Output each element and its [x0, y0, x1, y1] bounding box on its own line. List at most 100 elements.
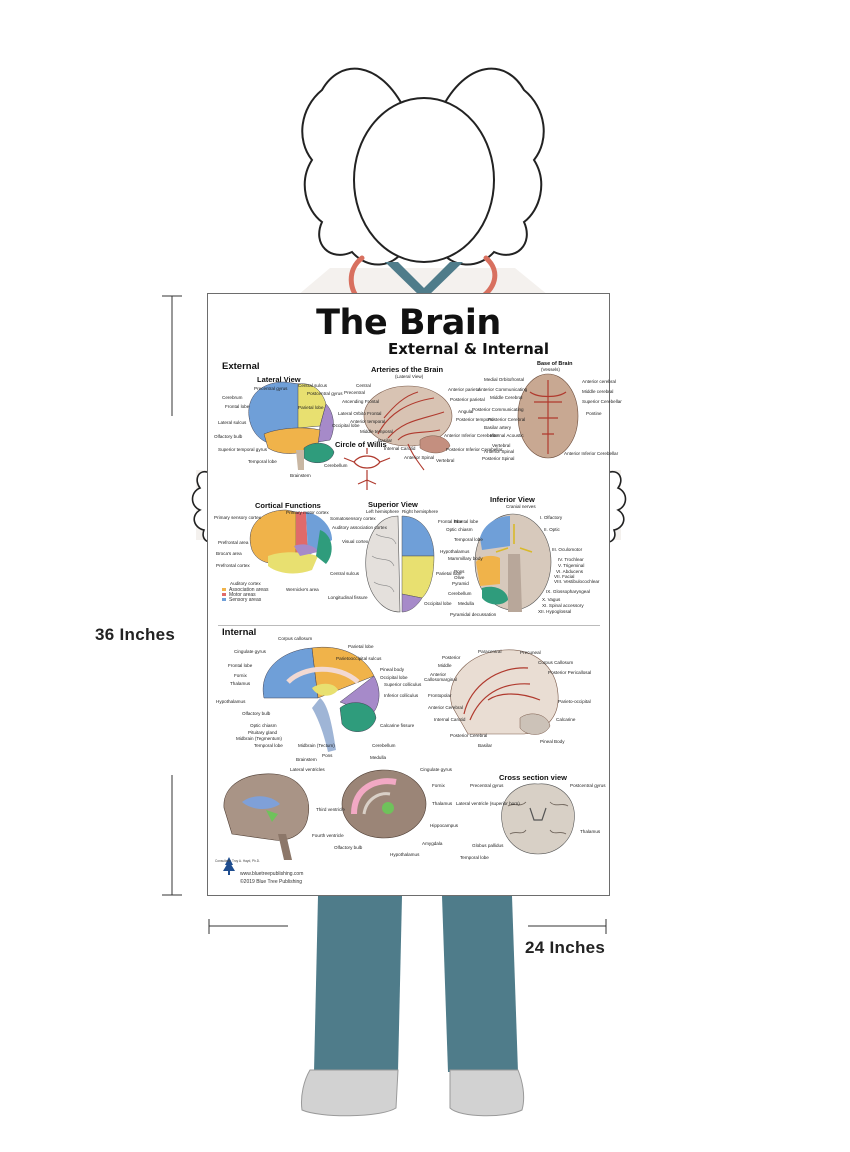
lbl-med-calcarine: Calcarine [556, 717, 576, 722]
circle-of-willis-illustration [343, 448, 391, 490]
lbl-inf-facial: VII. Facial [554, 574, 575, 579]
base-of-brain-illustration [517, 373, 579, 459]
lbl-inf-optic: II. Optic [544, 527, 560, 532]
cortical-functions-illustration [250, 509, 332, 574]
lbl-med-anterior-cerebral: Anterior Cerebral [428, 705, 463, 710]
lbl-lateral-brainstem: Brainstem [290, 473, 311, 478]
panel-base-of-brain: Base of Brain [537, 361, 573, 367]
lbl-inf-cerebellum: Cerebellum [448, 591, 472, 596]
lbl-sag-brainstem: Brainstem [296, 757, 317, 762]
brain-poster: The Brain External & Internal External I… [207, 293, 622, 896]
lbl-lateral-frontal: Frontal lobe [225, 404, 250, 409]
lbl-art-anterior-spinal: Anterior Spinal [404, 455, 435, 460]
lbl-limbic-hippocampus: Hippocampus [430, 823, 459, 828]
lbl-inf-frontal: Frontal lobe [454, 519, 479, 524]
cortical-prefrontal [250, 509, 297, 564]
inferior-cerebellum [482, 586, 508, 605]
lbl-cross-lateral-ventricle: Lateral ventricle (superior horn) [456, 801, 520, 806]
lbl-sag-optic-chiasm: Optic chiasm [250, 723, 277, 728]
lbl-lateral-cerebrum: Cerebrum [222, 395, 243, 400]
lbl-med-frontopolar: Frontopolar [428, 693, 452, 698]
cortical-association [268, 552, 318, 574]
lbl-inf-olive: Olive [454, 575, 465, 580]
arteries-cerebellum [419, 435, 451, 454]
lbl-lateral-cerebellum: Cerebellum [324, 463, 348, 468]
lbl-cross-temporal: Temporal lobe [460, 855, 489, 860]
lbl-sup-central-sulcus: Central sulcus [330, 571, 360, 576]
cross-section-ventricles [529, 807, 547, 821]
lbl-base-posterior-spinal: Posterior Spinal [482, 456, 515, 461]
lbl-cross-precentral: Precentral gyrus [470, 783, 504, 788]
lbl-art-internal-carotid: Internal Carotid [384, 446, 416, 451]
lbl-med-precuneal: Precuneal [520, 650, 541, 655]
lbl-base-basilar: Basilar artery [484, 425, 512, 430]
inferior-frontal-lobe [480, 516, 510, 550]
cross-section-folds [507, 801, 569, 835]
lbl-sup-longitudinal: Longitudinal fissure [328, 595, 368, 600]
lbl-sag-temporal: Temporal lobe [254, 743, 283, 748]
lbl-inf-trochlear: IV. Trochlear [558, 557, 584, 562]
lbl-cort-primary-motor: Primary motor cortex [286, 510, 329, 515]
lbl-art-angular: Angular [458, 409, 474, 414]
lbl-art-central: Central [356, 383, 371, 388]
inferior-cranial-nerves [495, 524, 533, 553]
legend-swatch-motor [222, 593, 226, 596]
footer-copyright: ©2019 Blue Tree Publishing [240, 879, 303, 885]
panel-superior-view: Superior View [368, 500, 418, 509]
legend-association: Association areas [229, 587, 269, 593]
panel-base-note: (Vessels) [541, 367, 560, 372]
arteries-illustration [363, 385, 453, 471]
lbl-med-middle: Middle [438, 663, 452, 668]
lbl-lateral-temporal: Temporal lobe [248, 459, 277, 464]
legend-motor: Motor areas [229, 592, 256, 598]
lbl-inf-pons: Pons [454, 569, 465, 574]
lbl-art-posterior-temporal: Posterior temporal [456, 417, 494, 422]
lbl-base-middle-cerebral-r: Middle cerebral [582, 389, 614, 394]
lbl-inf-pyramid: Pyramid [452, 581, 469, 586]
section-external: External [222, 361, 260, 372]
footer-consultant: Consultant: Troy A. Hayd, Ph.D. [215, 859, 260, 863]
lbl-med-internal-carotid: Internal Carotid [434, 717, 466, 722]
lbl-med-callosomarginal: Callosomarginal [424, 677, 457, 682]
lbl-inf-mammillary: Mammillary body [448, 556, 483, 561]
lbl-sag-midbrain-tectum: Midbrain (Tectum) [298, 743, 335, 748]
lbl-art-precentral: Precentral [344, 390, 365, 395]
lbl-sup-left-hemisphere: Left hemisphere [366, 509, 399, 514]
face-outline [353, 97, 495, 263]
lateral-brain-illustration [248, 381, 335, 470]
superior-right-occipital [401, 593, 423, 613]
poster-title: The Brain [316, 303, 501, 343]
lbl-base-anterior-spinal: Anterior Spinal [484, 449, 515, 454]
lbl-med-posterior-cerebral: Posterior Cerebral [450, 733, 488, 738]
lbl-inf-pyramidal-decussation: Pyramidal decussation [450, 612, 497, 617]
panel-circle-of-willis: Circle of Willis [335, 440, 387, 449]
lbl-art-basilar: Basilar [378, 438, 393, 443]
lbl-cort-prefrontal-area: Prefrontal area [218, 540, 249, 545]
limbic-fornix [362, 792, 391, 815]
lateral-cerebellum [303, 442, 335, 464]
lbl-inf-hypoglossal: XII. Hypoglossal [538, 609, 572, 614]
medial-vessels [463, 667, 541, 721]
lbl-sag-thalamus: Thalamus [230, 681, 251, 686]
lbl-sag-inferior-colliculus: Inferior colliculus [384, 693, 419, 698]
lbl-inf-optic-chiasm: Optic chiasm [446, 527, 473, 532]
lbl-inf-olfactory: I. Olfactory [540, 515, 563, 520]
lbl-sup-frontal: Frontal lobe [438, 519, 463, 524]
medial-cerebellum [519, 713, 551, 735]
lbl-inf-spinal-accessory: XI. Spinal accessory [542, 603, 584, 608]
panel-inferior-note: Cranial nerves [506, 504, 536, 509]
lbl-cort-primary-sensory: Primary sensory cortex [214, 515, 261, 520]
panel-arteries-note: (Lateral View) [395, 374, 424, 379]
lbl-lateral-lateral-sulcus: Lateral sulcus [218, 420, 247, 425]
lbl-lateral-parietal: Parietal lobe [298, 405, 324, 410]
legend-swatch-association [222, 588, 226, 591]
lbl-cort-auditory-assoc: Auditory association cortex [332, 525, 387, 530]
blue-tree-logo [223, 857, 235, 875]
lateral-occipital-lobe [317, 403, 334, 443]
lbl-sag-pineal: Pineal body [380, 667, 405, 672]
section-divider [218, 625, 600, 626]
footer-website: www.bluetreepublishing.com [240, 871, 304, 877]
width-label: 24 Inches [525, 938, 606, 957]
lbl-inf-vestibulocochlear: VIII. Vestibulocochlear [554, 579, 600, 584]
